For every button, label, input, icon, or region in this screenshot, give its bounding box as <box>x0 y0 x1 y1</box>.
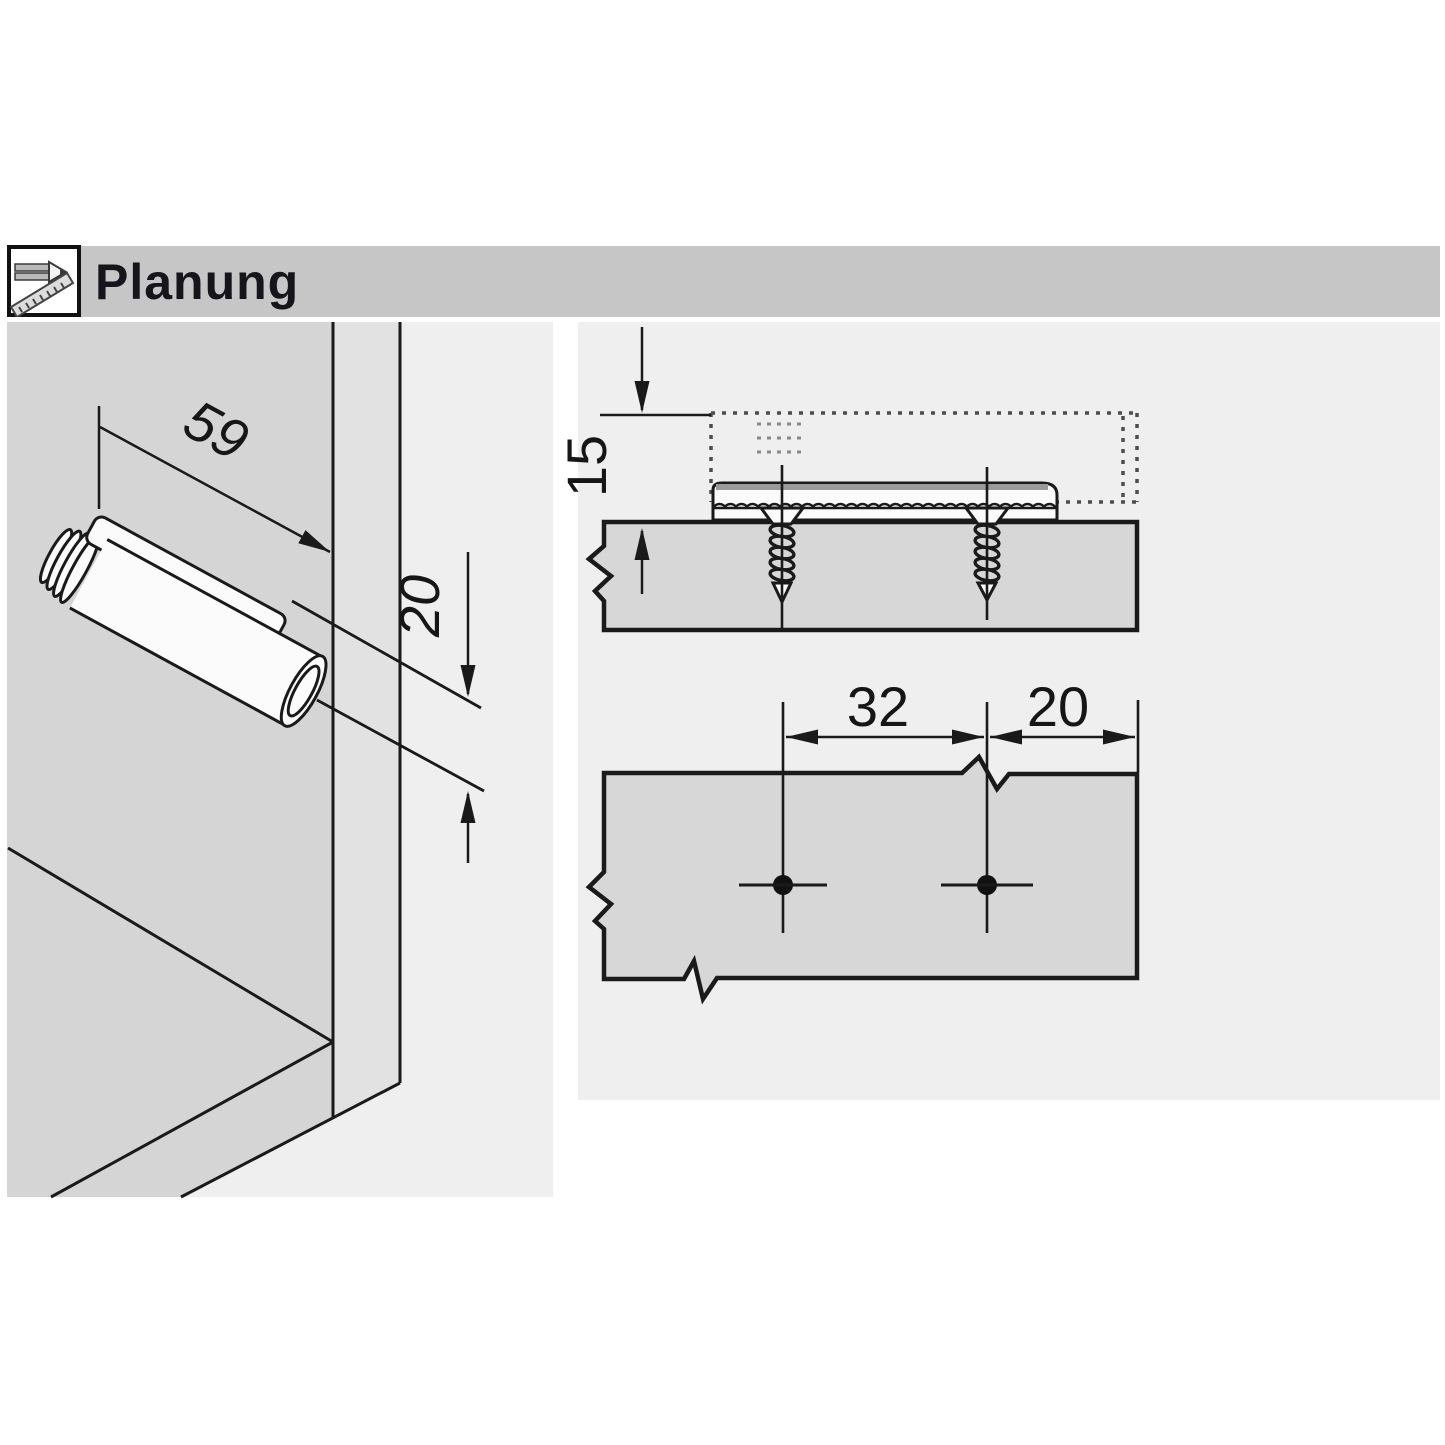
cabinet-front-edge-band <box>333 322 400 1118</box>
dim-label-32: 32 <box>847 675 909 738</box>
top-view: 32 20 <box>585 675 1140 1005</box>
dimension-20-edge: 20 <box>990 675 1135 745</box>
cabinet-body <box>7 322 333 1197</box>
side-view: 15 <box>555 327 1140 633</box>
arrowhead <box>460 665 476 697</box>
drill-hole <box>941 875 1033 895</box>
board-top-view <box>585 753 1140 1005</box>
arrowhead <box>1103 729 1135 745</box>
arrowhead <box>786 729 818 745</box>
section-title: Planung <box>95 254 300 310</box>
cylinder-body <box>69 539 323 726</box>
tipon-unit <box>38 515 328 728</box>
board-cross-section <box>585 519 1140 633</box>
pencil-ruler-icon <box>7 245 81 317</box>
arrowhead <box>298 530 330 552</box>
dim-label-15: 15 <box>555 435 618 497</box>
dimension-20-offset: 20 <box>388 552 476 863</box>
cabinet-outline <box>7 322 402 1199</box>
dimension-32: 32 <box>786 675 984 745</box>
door-dashed-outline <box>709 411 1139 504</box>
tipon-dashed-detail <box>757 422 801 454</box>
screw <box>758 465 806 628</box>
ruler-glyph <box>9 271 75 317</box>
arrowhead <box>990 729 1022 745</box>
arrowhead <box>634 381 650 413</box>
dim-label-20-offset: 20 <box>388 575 451 638</box>
arrowhead <box>634 528 650 560</box>
reference-lines <box>291 599 485 793</box>
dim-label-20-edge: 20 <box>1027 675 1089 738</box>
thread-rings <box>38 527 101 604</box>
arrowhead <box>952 729 984 745</box>
drill-hole <box>739 875 827 895</box>
dimension-15: 15 <box>555 327 711 594</box>
perspective-view: 59 20 <box>7 322 553 1199</box>
pencil-glyph <box>14 260 68 284</box>
arrowhead <box>460 791 476 823</box>
right-panel: 15 32 20 <box>555 322 1440 1100</box>
screw <box>963 467 1011 620</box>
section-header-bar: Planung <box>7 246 1440 317</box>
cylinder-body-outline <box>69 538 324 727</box>
cylinder-front-face <box>279 654 328 728</box>
cylinder-bore <box>286 664 321 718</box>
